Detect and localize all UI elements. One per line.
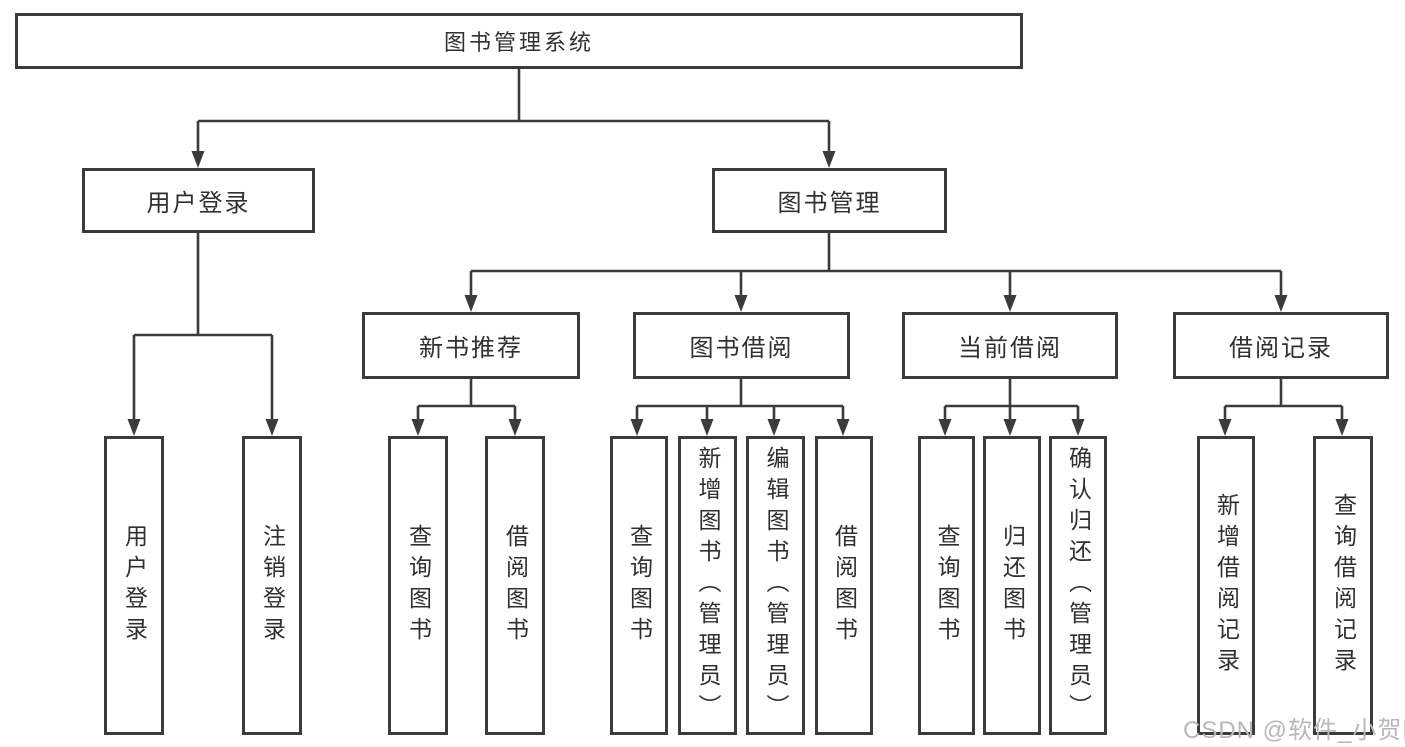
node-user-login-label: 用户登录 xyxy=(146,190,251,217)
arrowhead-icon xyxy=(191,151,205,168)
leaf-query-books-recommend-label: 查询图书 xyxy=(405,523,432,648)
connector-book-borrow-branch xyxy=(630,378,850,436)
arrowhead-icon xyxy=(1071,419,1085,436)
watermark: CSDN @软件_小贺同学 xyxy=(1183,717,1405,744)
leaf-borrow-books-recommend-label: 借阅图书 xyxy=(502,523,529,648)
leaf-return-book: 归还图书 xyxy=(983,436,1041,735)
arrowhead-icon xyxy=(938,419,952,436)
node-new-book-recommend-label: 新书推荐 xyxy=(419,335,523,362)
arrowhead-icon xyxy=(127,419,141,436)
node-current-borrow: 当前借阅 xyxy=(902,312,1118,379)
node-current-borrow-label: 当前借阅 xyxy=(958,335,1062,362)
connector-book-management-branch xyxy=(464,232,1288,312)
connector-borrow-records-branch xyxy=(1218,378,1349,436)
leaf-query-borrow-record-label: 查询借阅记录 xyxy=(1330,492,1357,679)
leaf-borrow-books-2: 借阅图书 xyxy=(815,436,873,735)
leaf-confirm-return-admin-label: 确认归还（管理员） xyxy=(1065,446,1092,725)
leaf-borrow-books-2-label: 借阅图书 xyxy=(831,523,858,648)
leaf-add-book-admin: 新增图书（管理员） xyxy=(678,436,737,735)
leaf-add-book-admin-label: 新增图书（管理员） xyxy=(695,446,721,725)
node-book-management-label: 图书管理 xyxy=(777,190,882,217)
arrowhead-icon xyxy=(464,295,478,312)
connector-current-borrow-branch xyxy=(938,378,1085,436)
arrowhead-icon xyxy=(411,419,425,436)
leaf-user-login: 用户登录 xyxy=(104,436,164,735)
arrowhead-icon xyxy=(734,295,748,312)
leaf-query-books-borrow: 查询图书 xyxy=(610,436,668,735)
arrowhead-icon xyxy=(630,419,644,436)
leaf-borrow-books-recommend: 借阅图书 xyxy=(485,436,545,735)
leaf-confirm-return-admin: 确认归还（管理员） xyxy=(1049,436,1107,735)
connector-root-to-level2 xyxy=(191,68,836,168)
leaf-add-borrow-record-label: 新增借阅记录 xyxy=(1213,492,1240,679)
arrowhead-icon xyxy=(265,419,279,436)
arrowhead-icon xyxy=(1335,419,1349,436)
leaf-query-books-borrow-label: 查询图书 xyxy=(626,523,653,648)
node-borrow-records: 借阅记录 xyxy=(1173,312,1389,379)
node-user-login: 用户登录 xyxy=(82,168,315,233)
leaf-query-books-current-label: 查询图书 xyxy=(934,523,960,648)
leaf-add-borrow-record: 新增借阅记录 xyxy=(1197,436,1255,735)
arrowhead-icon xyxy=(822,151,836,168)
arrowhead-icon xyxy=(767,419,781,436)
leaf-query-books-recommend: 查询图书 xyxy=(388,436,448,735)
node-new-book-recommend: 新书推荐 xyxy=(362,312,580,379)
leaf-user-login-label: 用户登录 xyxy=(121,523,148,648)
connector-user-login-branch xyxy=(127,232,279,436)
connector-new-book-recommend-branch xyxy=(411,378,522,436)
node-book-borrow-label: 图书借阅 xyxy=(689,335,794,362)
leaf-logout: 注销登录 xyxy=(242,436,302,735)
arrowhead-icon xyxy=(1218,419,1232,436)
leaf-edit-book-admin: 编辑图书（管理员） xyxy=(746,436,805,735)
arrowhead-icon xyxy=(1003,295,1017,312)
arrowhead-icon xyxy=(836,419,850,436)
leaf-query-borrow-record: 查询借阅记录 xyxy=(1313,436,1373,735)
arrowhead-icon xyxy=(1003,419,1017,436)
arrowhead-icon xyxy=(700,419,714,436)
leaf-return-book-label: 归还图书 xyxy=(999,523,1026,648)
node-root: 图书管理系统 xyxy=(15,13,1023,69)
leaf-logout-label: 注销登录 xyxy=(259,523,286,648)
arrowhead-icon xyxy=(508,419,522,436)
node-book-borrow: 图书借阅 xyxy=(633,312,850,379)
leaf-query-books-current: 查询图书 xyxy=(918,436,975,735)
node-root-label: 图书管理系统 xyxy=(443,30,594,55)
leaf-edit-book-admin-label: 编辑图书（管理员） xyxy=(763,446,789,725)
node-borrow-records-label: 借阅记录 xyxy=(1229,335,1333,362)
node-book-management: 图书管理 xyxy=(712,168,947,233)
arrowhead-icon xyxy=(1274,295,1288,312)
